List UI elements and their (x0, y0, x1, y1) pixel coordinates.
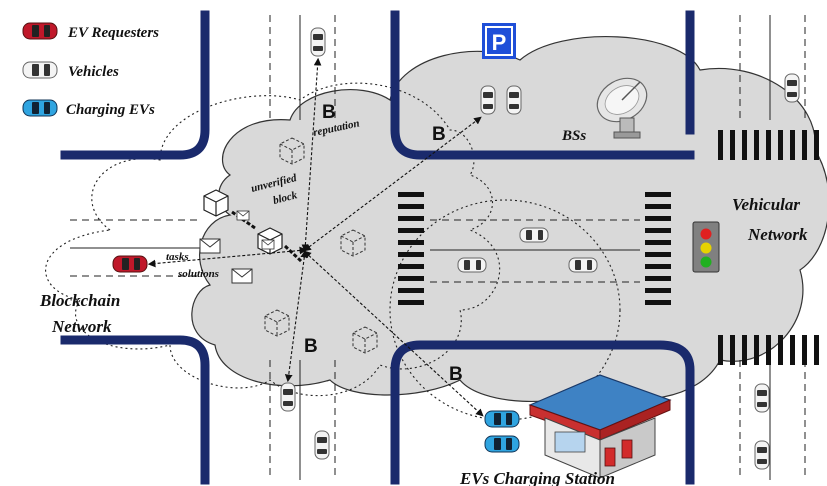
lane-markings (70, 15, 806, 480)
legend: EV Requesters Vehicles Charging EVs (22, 22, 159, 118)
crosswalk-bottom-right (718, 335, 819, 365)
legend-charging-evs-label: Charging EVs (66, 102, 155, 118)
legend-vehicle-icon (22, 61, 58, 79)
communication-arrows (147, 57, 484, 417)
blockchain-network-label-line2: Network (51, 317, 112, 336)
blockchain-network-label-line1: Blockchain (39, 291, 120, 310)
vehicular-network-label-line1: Vehicular (732, 195, 800, 214)
parking-letter: P (492, 30, 507, 55)
legend-ev-requester-icon (22, 22, 58, 40)
ev-requester-car (112, 255, 148, 273)
blockchain-cloud (45, 82, 501, 397)
legend-vehicles-label: Vehicles (68, 64, 119, 80)
parking-sign-icon: P (482, 23, 516, 59)
bitcoin-icon: B (432, 124, 446, 145)
bitcoin-icon: B (304, 336, 318, 357)
legend-charging-ev-icon (22, 99, 58, 117)
legend-ev-requesters-label: EV Requesters (67, 25, 159, 41)
bss-label: BSs (561, 128, 586, 144)
satellite-dish-icon (596, 77, 648, 139)
block-label: block (272, 189, 299, 207)
tasks-label: tasks (166, 251, 189, 263)
solutions-label: solutions (177, 268, 219, 280)
bitcoin-icon: B (449, 364, 463, 385)
vehicular-network-label-line2: Network (747, 225, 808, 244)
solution-envelope-icon (231, 268, 253, 284)
traffic-light-icon (692, 221, 720, 273)
charging-station-building (528, 374, 672, 479)
task-envelope-icon (199, 238, 221, 254)
bitcoin-icon: B (322, 102, 336, 123)
envelope-icon-small (236, 210, 275, 250)
crosswalk-top-right (718, 130, 819, 160)
crosswalk-right (645, 192, 671, 305)
charging-ev-cars (484, 410, 520, 453)
charging-station-label: EVs Charging Station (459, 469, 615, 486)
